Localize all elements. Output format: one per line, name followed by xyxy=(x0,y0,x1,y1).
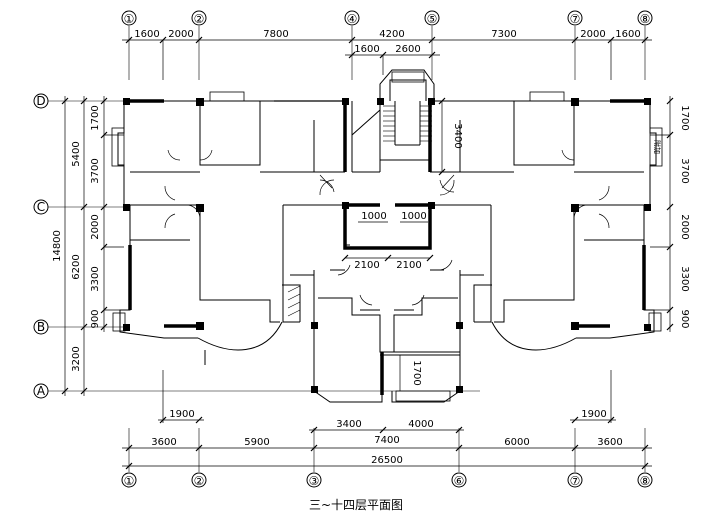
windows xyxy=(111,71,663,402)
axis-bottom-8: ⑧ xyxy=(640,474,651,488)
right-dimension-texts: 1700 3700 2000 3300 900 xyxy=(679,105,690,328)
drawing-title: 三~十四层平面图 xyxy=(308,498,404,512)
left-axis-bubbles: D C B A xyxy=(33,93,49,399)
dim-bottom-1900-right: 1900 xyxy=(581,409,606,420)
dim-left-6200: 6200 xyxy=(71,254,82,279)
dim-left-900: 900 xyxy=(90,309,101,328)
axis-bottom-1: ① xyxy=(124,474,135,488)
dim-bottom-3600-left: 3600 xyxy=(151,437,176,448)
dim-bottom-total: 26500 xyxy=(371,455,403,466)
dim-top-2000-right: 2000 xyxy=(580,29,605,40)
dim-bottom-6000: 6000 xyxy=(504,437,529,448)
dim-left-3200: 3200 xyxy=(71,346,82,371)
axis-top-1: ① xyxy=(124,12,135,26)
dim-bottom-5900: 5900 xyxy=(244,437,269,448)
dim-bottom-1900-left: 1900 xyxy=(169,409,194,420)
dim-top2-1600: 1600 xyxy=(354,44,379,55)
room-tag-annex: 附加 xyxy=(653,140,662,154)
bottom-axis-bubbles: ① ② ③ ⑥ ⑦ ⑧ xyxy=(121,472,653,488)
axis-left-A: A xyxy=(37,384,46,398)
top-dimension-lines xyxy=(122,36,652,80)
dim-bottom-3600-right: 3600 xyxy=(597,437,622,448)
dim-core-bottom-left-2100: 2100 xyxy=(354,260,379,271)
dim-top-7300: 7300 xyxy=(491,29,516,40)
axis-left-D: D xyxy=(36,94,45,108)
columns xyxy=(123,98,651,393)
dim-top-4200: 4200 xyxy=(379,29,404,40)
door-swings xyxy=(164,149,610,306)
axis-bottom-3: ③ xyxy=(309,474,320,488)
dim-left-3300: 3300 xyxy=(90,266,101,291)
dim-core-right-1000: 1000 xyxy=(401,211,426,222)
top-axis-bubbles: ① ② ④ ⑤ ⑦ ⑧ xyxy=(121,10,653,26)
dim-right-3700: 3700 xyxy=(679,158,690,183)
dim-bottom-7400: 7400 xyxy=(374,435,399,446)
dim-left-2000: 2000 xyxy=(90,214,101,239)
dim-left-14800: 14800 xyxy=(52,230,63,262)
dim-right-3300: 3300 xyxy=(679,266,690,291)
dim-right-900: 900 xyxy=(679,309,690,328)
dim-top-1600-left: 1600 xyxy=(134,29,159,40)
dim-top-1600-right: 1600 xyxy=(615,29,640,40)
bottom-dimension-texts: 1900 1900 3400 4000 3600 5900 7400 6000 … xyxy=(151,409,622,466)
axis-top-4: ④ xyxy=(347,12,358,26)
dim-stair-3400: 3400 xyxy=(452,123,463,148)
dim-top2-2600: 2600 xyxy=(395,44,420,55)
axis-left-C: C xyxy=(37,200,45,214)
axis-bottom-6: ⑥ xyxy=(454,474,465,488)
dim-core-bottom-right-2100: 2100 xyxy=(396,260,421,271)
axis-top-5: ⑤ xyxy=(427,12,438,26)
building-walls xyxy=(111,69,663,403)
dim-left-3700: 3700 xyxy=(90,158,101,183)
dim-top-7800: 7800 xyxy=(263,29,288,40)
dim-right-1700: 1700 xyxy=(679,105,690,130)
axis-left-B: B xyxy=(37,320,45,334)
axis-top-2: ② xyxy=(194,12,205,26)
axis-bottom-2: ② xyxy=(194,474,205,488)
dim-bottom-4000: 4000 xyxy=(408,419,433,430)
left-dimension-lines xyxy=(61,96,124,396)
right-dimension-lines xyxy=(650,96,674,332)
dim-left-1700: 1700 xyxy=(90,105,101,130)
interior-dimension-lines xyxy=(341,97,446,391)
left-dimension-texts: 1700 3700 2000 3300 900 5400 6200 3200 1… xyxy=(52,105,101,371)
dim-right-2000: 2000 xyxy=(679,214,690,239)
dim-left-5400: 5400 xyxy=(71,141,82,166)
axis-bottom-7: ⑦ xyxy=(570,474,581,488)
dim-bottom-core-1700: 1700 xyxy=(411,360,422,385)
dim-top-2000-left: 2000 xyxy=(168,29,193,40)
axis-top-7: ⑦ xyxy=(570,12,581,26)
dim-bottom-3400: 3400 xyxy=(336,419,361,430)
axis-top-8: ⑧ xyxy=(640,12,651,26)
dim-core-left-1000: 1000 xyxy=(361,211,386,222)
top-dimension-texts: 1600 2000 7800 4200 7300 2000 1600 1600 … xyxy=(134,29,640,55)
interior-dimension-texts: 3400 1000 1000 2100 2100 1700 附加 xyxy=(354,123,662,385)
bottom-dimension-lines xyxy=(122,370,652,470)
